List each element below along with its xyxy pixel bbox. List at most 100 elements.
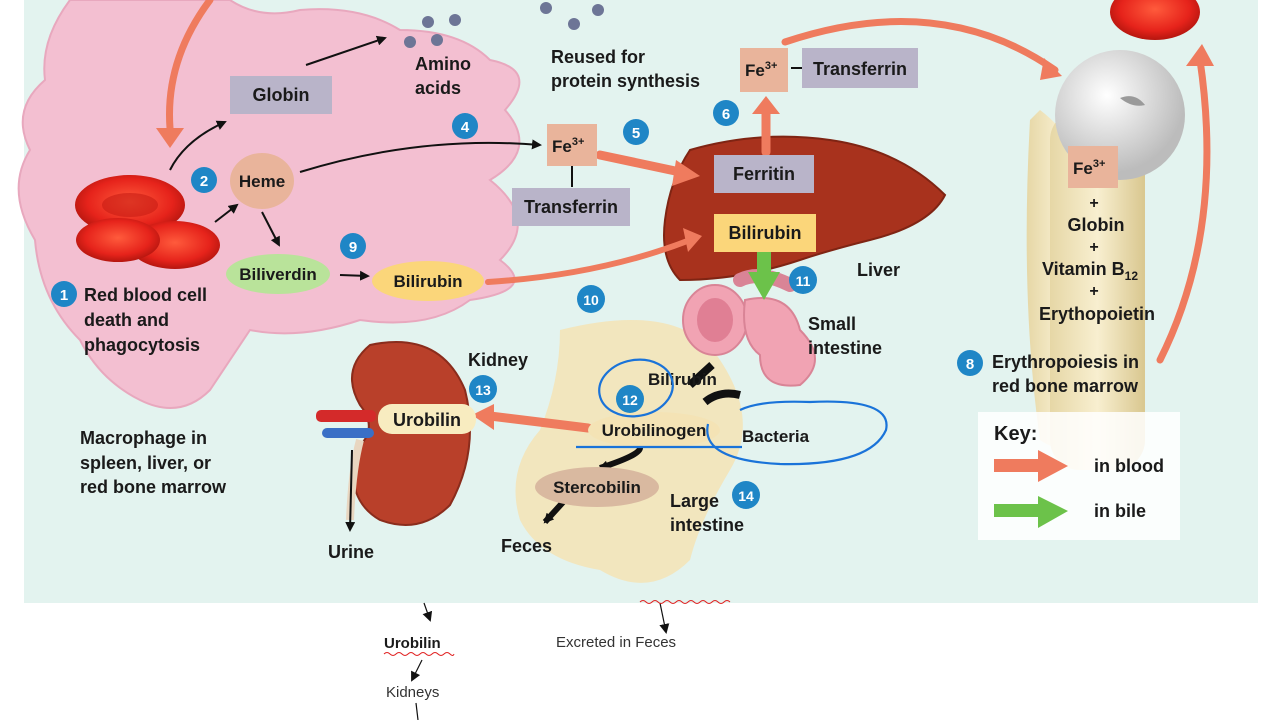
fe-top-label: Fe3+ [745,60,777,80]
note-kidneys: Kidneys [386,684,439,701]
transferrin-label: Transferrin [524,197,618,217]
large-intestine-band [515,320,743,583]
globin-box [230,76,332,114]
liver-label: Liver [857,260,900,280]
rbc-death-label-3: phagocytosis [84,335,200,355]
note-urobilin: Urobilin [384,635,441,652]
biliverdin-node [226,254,330,294]
svg-text:5: 5 [632,125,640,142]
intestine-flow-arrow [702,389,741,406]
bile-arrow [748,252,780,300]
step-5: 5 [623,119,649,145]
svg-text:2: 2 [200,173,208,190]
stercobilin-node [535,467,659,507]
stercobilin-label: Stercobilin [553,478,641,497]
svg-text:12: 12 [622,392,638,408]
svg-text:11: 11 [796,273,811,289]
red-blood-cell-icon [75,175,220,269]
fe-box [547,124,597,166]
marrow-vitamin: Vitamin B12 [1042,259,1138,283]
reuse-label-2: protein synthesis [551,71,700,91]
svg-text:4: 4 [461,119,470,136]
note-excreted: Excreted in Feces [556,634,676,651]
kidney-label: Kidney [468,350,528,370]
step-14: 14 [732,481,760,509]
biliverdin-label: Biliverdin [239,265,316,284]
macrophage-caption-3: red bone marrow [80,477,227,497]
key-title: Key: [994,423,1037,445]
svg-text:8: 8 [966,356,974,373]
key-box [978,412,1180,540]
bacteria-label: Bacteria [742,427,810,446]
step-6: 6 [713,100,739,126]
key-bile-arrow [994,496,1068,528]
marrow-globin: Globin [1068,215,1125,235]
feces-label: Feces [501,536,552,556]
large-intestine-label-2: intestine [670,515,744,535]
liver-bilirubin-box [714,214,816,252]
urine-label: Urine [328,542,374,562]
macrophage-caption-1: Macrophage in [80,428,207,448]
amino-acids-label-2: acids [415,78,461,98]
urobilin-box [378,404,476,434]
bilirubin-node [372,261,484,301]
pen-annotations [576,358,888,466]
marrow-fe-box [1068,146,1118,188]
svg-text:9: 9 [349,239,357,256]
erythro-label-1: Erythropoiesis in [992,352,1139,372]
marrow-plus-3: + [1089,283,1098,300]
transferrin-top-label: Transferrin [813,59,907,79]
svg-text:6: 6 [722,106,730,123]
step-1: 1 [51,281,77,307]
flow-arrows [169,35,806,720]
fe-top-box [740,48,788,92]
amino-acids-label-1: Amino [415,54,471,74]
urobilin-label: Urobilin [393,410,461,430]
intestine-icon [682,269,816,387]
bilirubin-label: Bilirubin [394,272,463,291]
liver-bilirubin-label: Bilirubin [729,223,802,243]
ferritin-label: Ferritin [733,164,795,184]
rbc-death-label-2: death and [84,310,169,330]
marrow-plus-2: + [1089,239,1098,256]
globin-label: Globin [253,85,310,105]
marrow-epo: Erythopoietin [1039,304,1155,324]
note-urobilin-underline [383,652,455,656]
step-13: 13 [469,375,497,403]
step-9: 9 [340,233,366,259]
urobilinogen-node [588,412,720,448]
step-10: 10 [577,285,605,313]
blood-arrows [166,0,1211,433]
fe-label: Fe3+ [552,136,584,156]
svg-text:13: 13 [475,382,491,398]
note-red-mark [639,600,731,604]
large-intestine-label-1: Large [670,491,719,511]
key-blood-label: in blood [1094,456,1164,476]
macrophage-caption-2: spleen, liver, or [80,453,211,473]
intestine-flow-arrow [687,362,715,388]
transferrin-box [512,188,630,226]
transferrin-top-box [802,48,918,88]
small-intestine-label-2: intestine [808,338,882,358]
marrow-plus-1: + [1089,195,1098,212]
heme-label: Heme [239,172,285,191]
intestine-bilirubin-label: Bilirubin [648,370,717,389]
erythro-label-2: red bone marrow [992,376,1139,396]
key-blood-arrow [994,450,1068,482]
amino-acid-dots [404,2,604,48]
svg-text:1: 1 [60,287,68,304]
step-11: 11 [789,266,817,294]
reuse-label-1: Reused for [551,47,645,67]
step-4: 4 [452,113,478,139]
urobilinogen-label: Urobilinogen [602,421,707,440]
step-8: 8 [957,350,983,376]
marrow-fe-label: Fe3+ [1073,158,1105,178]
svg-text:14: 14 [738,488,754,504]
key-bile-label: in bile [1094,501,1146,521]
ferritin-box [714,155,814,193]
svg-text:10: 10 [583,292,599,308]
step-2: 2 [191,167,217,193]
rbc-death-label-1: Red blood cell [84,285,207,305]
blood-arrowheads [156,44,1214,430]
